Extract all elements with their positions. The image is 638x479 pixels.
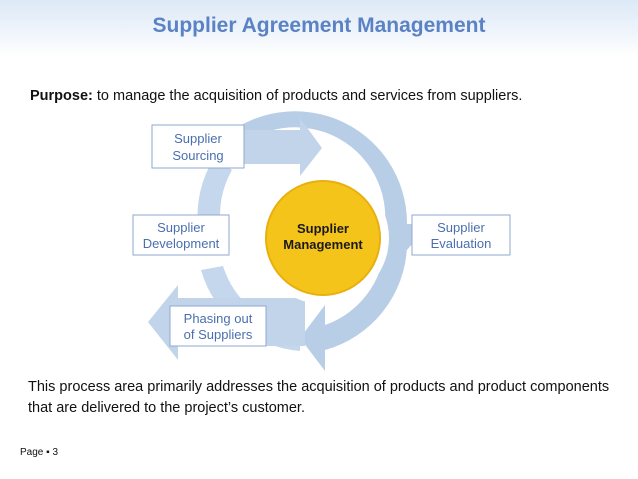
purpose-statement: Purpose: to manage the acquisition of pr…: [30, 88, 522, 104]
box-evaluation-line2: Evaluation: [431, 236, 492, 251]
slide-title: Supplier Agreement Management: [152, 14, 486, 37]
box-phasing-line2: of Suppliers: [184, 327, 253, 342]
purpose-label: Purpose:: [30, 88, 93, 104]
center-circle: [265, 180, 381, 296]
center-label-line1: Supplier: [297, 221, 349, 236]
page-number: Page ▪ 3: [20, 447, 59, 458]
ring-arrow-top-left: [197, 158, 232, 228]
box-supplier-sourcing: Supplier Sourcing: [151, 124, 245, 169]
ring-arrow-bottom-right: [300, 246, 407, 371]
box-sourcing-line2: Sourcing: [172, 148, 223, 163]
purpose-text: to manage the acquisition of products an…: [92, 88, 523, 104]
title-bar-background: [0, 0, 638, 56]
center-label-line2: Management: [283, 237, 363, 252]
box-phasing-out: Phasing out of Suppliers: [169, 305, 267, 347]
box-supplier-evaluation: Supplier Evaluation: [411, 214, 511, 256]
box-development-line1: Supplier: [157, 220, 205, 235]
ring-arrow-top-right: [213, 111, 430, 260]
box-evaluation-line1: Supplier: [437, 220, 485, 235]
box-sourcing-line1: Supplier: [174, 131, 222, 146]
box-supplier-development: Supplier Development: [132, 214, 230, 256]
box-development-line2: Development: [143, 236, 220, 251]
box-phasing-line1: Phasing out: [184, 311, 253, 326]
footnote-text: This process area primarily addresses th…: [28, 379, 610, 416]
